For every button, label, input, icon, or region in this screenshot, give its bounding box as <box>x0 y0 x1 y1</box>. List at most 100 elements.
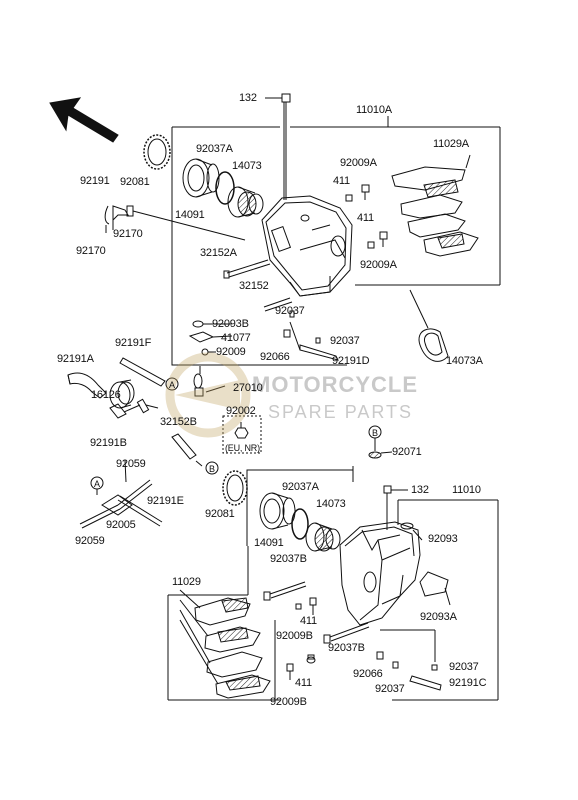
label-92037B-a: 92037B <box>270 553 307 565</box>
label-132-bottom: 132 <box>411 484 429 496</box>
screw-132-top <box>265 93 291 200</box>
label-92037B-b: 92037B <box>328 642 365 654</box>
plug-32152B <box>123 398 159 414</box>
screw-132-bottom <box>383 485 408 530</box>
watermark-line1: MOTORCYCLE <box>252 372 419 397</box>
label-411-a: 411 <box>333 175 350 187</box>
hose-to-B-top <box>171 433 203 467</box>
label-92009B-b: 92009B <box>270 696 307 708</box>
grommet-92093 <box>400 522 423 541</box>
callout-A-bottom: A <box>94 479 100 489</box>
label-92037A-bottom: 92037A <box>282 481 319 493</box>
label-92009: 92009 <box>216 346 246 358</box>
hose-92191A <box>67 372 107 399</box>
label-92037-a: 92037 <box>275 305 305 317</box>
label-92009A-a: 92009A <box>340 157 377 169</box>
label-92059-a: 92059 <box>116 458 146 470</box>
label-411-c: 411 <box>300 615 317 627</box>
label-92170-a: 92170 <box>113 228 143 240</box>
label-92093: 92093 <box>428 533 458 545</box>
duct-14091-bottom <box>259 492 296 530</box>
label-11010: 11010 <box>452 484 481 496</box>
label-92191: 92191 <box>80 175 110 187</box>
label-92170-b: 92170 <box>76 245 106 257</box>
label-27010: 27010 <box>233 382 263 394</box>
hose-92191 <box>104 205 246 241</box>
bolt-92037B-b <box>323 622 370 644</box>
callout-A-top-circle <box>165 377 179 391</box>
label-92081-bottom: 92081 <box>205 508 235 520</box>
grommet-92093B <box>192 320 232 328</box>
fitting-92066-top <box>283 329 291 338</box>
label-92093A: 92093A <box>420 611 457 623</box>
screws-92009B <box>286 654 316 680</box>
screw-411-bottom-a <box>309 597 317 615</box>
label-14073-bottom: 14073 <box>316 498 346 510</box>
label-14073-top: 14073 <box>232 160 262 172</box>
label-132-top: 132 <box>239 92 257 104</box>
label-14091-top: 14091 <box>175 209 205 221</box>
duct-14091-top <box>182 158 220 198</box>
label-92037-b: 92037 <box>330 335 360 347</box>
filter-11029A <box>391 154 479 257</box>
label-411-b: 411 <box>357 212 374 224</box>
hose-92191C <box>409 675 442 691</box>
clamp-92081-top <box>143 134 171 170</box>
filter-11029 <box>179 589 271 699</box>
plate-41077 <box>188 331 233 343</box>
label-11029: 11029 <box>172 576 201 588</box>
label-92191A: 92191A <box>57 353 94 365</box>
airbox-top <box>261 195 353 297</box>
label-92191E: 92191E <box>147 495 184 507</box>
bolt-92037B-a <box>263 581 307 610</box>
nut-92071 <box>368 438 393 459</box>
valve-27010 <box>193 366 226 397</box>
callout-B-bottom: B <box>372 428 378 438</box>
clip-92037-top <box>289 310 321 344</box>
label-92191B: 92191B <box>90 437 127 449</box>
duct-14073A <box>409 289 449 362</box>
label-92009B-a: 92009B <box>276 630 313 642</box>
watermark-logo <box>165 352 251 438</box>
clip-92037A-top <box>215 171 235 205</box>
boot-14073-bottom <box>305 522 341 552</box>
top-assembly-bracket <box>171 116 501 366</box>
bolt-32152A <box>223 259 271 279</box>
label-92037A-top: 92037A <box>196 143 233 155</box>
label-411-d: 411 <box>295 677 312 689</box>
label-92037-c: 92037 <box>375 683 405 695</box>
clip-92037A-bottom <box>291 508 309 540</box>
watermark-line2: SPARE PARTS <box>268 402 414 422</box>
junction-92005 <box>79 459 163 529</box>
hose-92191D <box>289 321 339 361</box>
clamp-92081-bottom <box>222 470 248 506</box>
label-92071: 92071 <box>392 446 422 458</box>
label-92009A-b: 92009A <box>360 259 397 271</box>
label-32152B: 32152B <box>160 416 197 428</box>
nut-92002 <box>222 415 262 454</box>
bolt-92009 <box>201 348 216 356</box>
label-32152: 32152 <box>239 280 269 292</box>
label-92081-top: 92081 <box>120 176 150 188</box>
label-11010A: 11010A <box>356 104 392 116</box>
airbox-bottom <box>339 500 421 626</box>
front-direction-arrow-icon <box>49 97 119 143</box>
fitting-92066-bottom <box>376 651 384 660</box>
screws-92009A-top <box>345 184 388 249</box>
label-92093B: 92093B <box>212 318 249 330</box>
label-11029A: 11029A <box>433 138 469 150</box>
label-41077: 41077 <box>221 332 251 344</box>
label-92191F: 92191F <box>115 337 152 349</box>
label-92191C: 92191C <box>449 677 487 689</box>
boot-14073-top <box>227 186 264 218</box>
callout-A-top: A <box>169 380 175 390</box>
label-92002-note: (EU, NR) <box>225 443 260 453</box>
label-14073A: 14073A <box>446 355 483 367</box>
label-92037-d: 92037 <box>449 661 479 673</box>
label-32152A: 32152A <box>200 247 237 259</box>
bottom-assembly-bracket <box>167 466 499 701</box>
callout-B-top: B <box>209 464 215 474</box>
clip-92037-bottom <box>380 629 438 671</box>
label-92191D: 92191D <box>332 355 370 367</box>
